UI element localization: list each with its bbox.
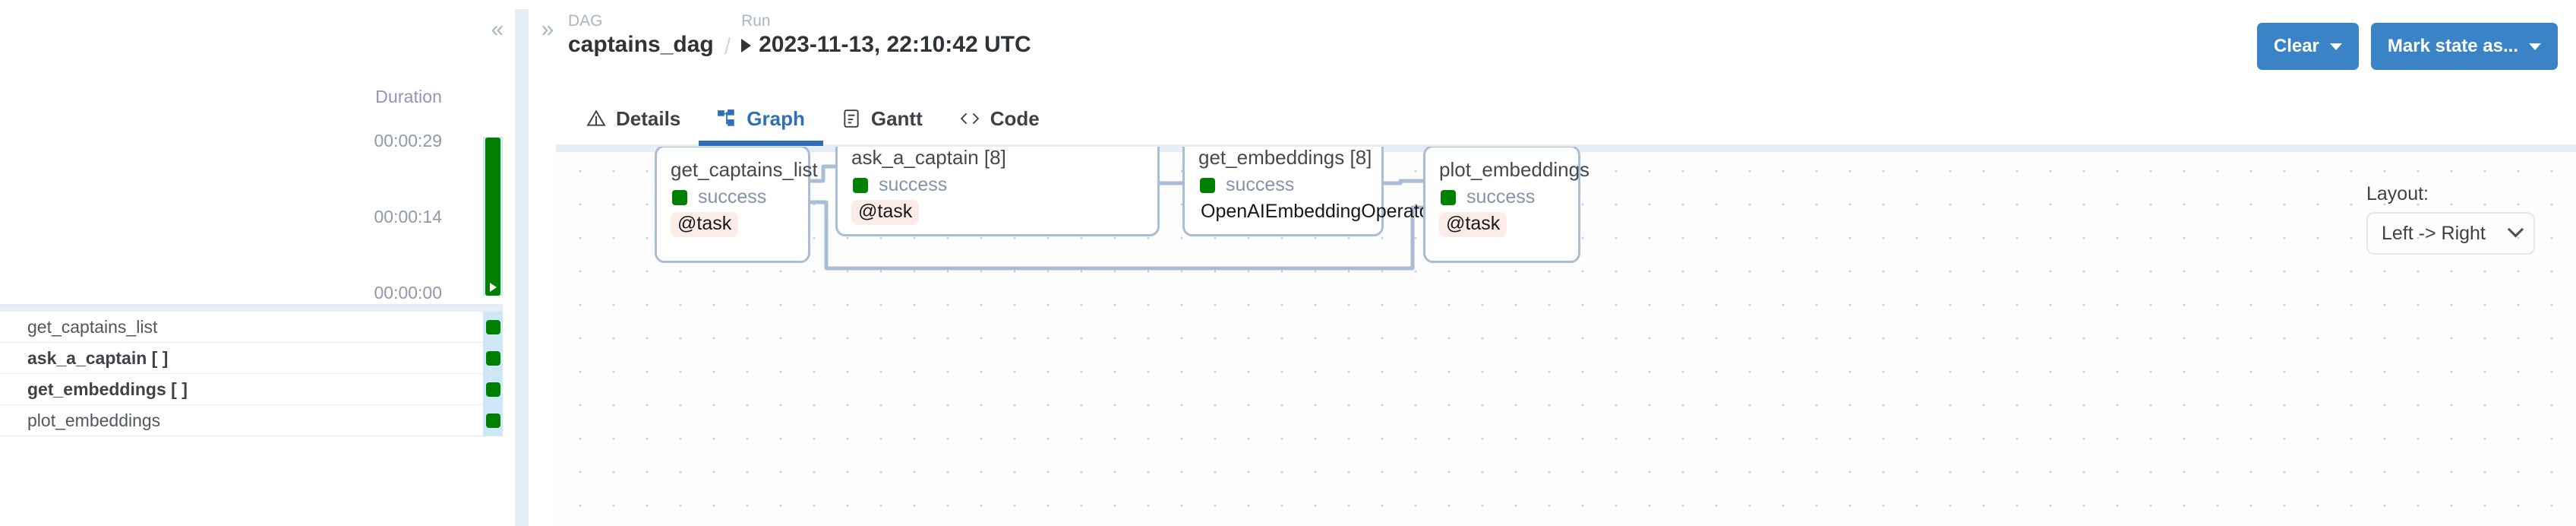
breadcrumb: DAG captains_dag / Run 2023-11-13, 22:10… bbox=[568, 12, 1031, 61]
document-lines-icon bbox=[841, 109, 861, 128]
breadcrumb-run-value: 2023-11-13, 22:10:42 UTC bbox=[759, 32, 1031, 57]
task-row-state[interactable] bbox=[483, 312, 503, 343]
duration-chart: Duration 00:00:29 00:00:14 00:00:00 bbox=[0, 73, 503, 305]
hierarchy-icon bbox=[717, 109, 737, 128]
dag-run-column[interactable] bbox=[483, 137, 503, 296]
header-actions: Clear Mark state as... bbox=[2256, 23, 2558, 70]
breadcrumb-dag: DAG captains_dag bbox=[568, 12, 714, 59]
layout-select-value: Left -> Right bbox=[2382, 222, 2486, 244]
duration-axis-tick-high: 00:00:29 bbox=[374, 131, 442, 151]
play-triangle-icon bbox=[490, 283, 497, 292]
duration-axis-tick-mid: 00:00:14 bbox=[374, 207, 442, 227]
graph-node-badge: @task bbox=[671, 212, 739, 237]
tab-code[interactable]: Code bbox=[941, 91, 1058, 146]
status-square-success bbox=[485, 414, 500, 428]
graph-node-title: ask_a_captain [8] bbox=[851, 147, 1006, 169]
detail-tabs: Details Graph bbox=[568, 91, 2576, 146]
clear-button[interactable]: Clear bbox=[2256, 23, 2359, 70]
mark-state-button-label: Mark state as... bbox=[2387, 36, 2518, 56]
task-row-state[interactable] bbox=[483, 374, 503, 405]
task-row[interactable]: get_embeddings [ ] bbox=[0, 374, 503, 405]
grid-panel: « Duration 00:00:29 00:00:14 00:00:00 ge… bbox=[0, 0, 515, 526]
task-row[interactable]: ask_a_captain [ ] bbox=[0, 343, 503, 374]
graph-node-title: plot_embeddings bbox=[1439, 158, 1590, 181]
task-row-state[interactable] bbox=[483, 405, 503, 436]
graph-canvas[interactable]: get_captains_list success @task ask_a_ca… bbox=[556, 147, 2576, 526]
detail-header: DAG captains_dag / Run 2023-11-13, 22:10… bbox=[529, 0, 2576, 93]
task-row-label: get_captains_list bbox=[27, 316, 158, 337]
graph-node-title: get_captains_list bbox=[671, 158, 818, 181]
task-row[interactable]: get_captains_list bbox=[0, 312, 503, 343]
graph-node-state: success bbox=[1200, 174, 1368, 196]
graph-node-state: success bbox=[672, 186, 794, 208]
tab-details-label: Details bbox=[616, 106, 681, 130]
tab-details[interactable]: Details bbox=[568, 91, 699, 146]
chevron-double-right-icon[interactable]: » bbox=[541, 17, 554, 42]
graph-node-state: success bbox=[853, 174, 1144, 196]
tab-graph-label: Graph bbox=[747, 106, 805, 130]
status-square-success bbox=[853, 177, 868, 193]
code-brackets-icon bbox=[959, 109, 980, 128]
graph-node-operator: OpenAIEmbeddingOperator bbox=[1201, 201, 1436, 222]
caret-down-icon bbox=[2529, 43, 2541, 50]
task-list-separator bbox=[0, 304, 503, 312]
graph-node-state-label: success bbox=[879, 174, 948, 195]
tab-gantt-label: Gantt bbox=[870, 106, 923, 130]
graph-node-get-captains-list[interactable]: get_captains_list success @task bbox=[655, 147, 818, 263]
duration-axis-tick-low: 00:00:00 bbox=[374, 283, 442, 303]
graph-node-get-embeddings[interactable]: get_embeddings [8] success OpenAIEmbeddi… bbox=[1182, 147, 1436, 236]
duration-bar[interactable] bbox=[485, 138, 500, 296]
graph-node-title: get_embeddings [8] bbox=[1198, 147, 1372, 169]
breadcrumb-run: Run 2023-11-13, 22:10:42 UTC bbox=[741, 12, 1031, 59]
status-square-success bbox=[1200, 177, 1215, 193]
breadcrumb-run-kicker: Run bbox=[741, 12, 771, 30]
task-row-label: get_embeddings [ ] bbox=[27, 379, 188, 399]
breadcrumb-dag-link[interactable]: captains_dag bbox=[568, 32, 714, 57]
status-square-success bbox=[672, 189, 687, 205]
graph-node-state: success bbox=[1441, 186, 1564, 208]
status-square-success bbox=[485, 351, 500, 366]
triangle-alert-icon bbox=[586, 109, 606, 128]
breadcrumb-separator: / bbox=[724, 34, 731, 59]
play-triangle-icon bbox=[741, 39, 752, 52]
breadcrumb-run-link[interactable]: 2023-11-13, 22:10:42 UTC bbox=[741, 31, 1031, 59]
layout-control: Layout: Left -> Right bbox=[2366, 183, 2535, 255]
duration-chart-title: Duration bbox=[375, 87, 442, 106]
chevron-double-left-icon[interactable]: « bbox=[491, 17, 504, 42]
layout-select[interactable]: Left -> Right bbox=[2366, 212, 2535, 255]
tab-graph[interactable]: Graph bbox=[699, 91, 823, 146]
graph-node-state-label: success bbox=[1226, 174, 1295, 195]
dag-run-detail-panel: » DAG captains_dag / Run 2023-11-13, 22:… bbox=[529, 0, 2576, 526]
chevron-down-icon bbox=[2507, 220, 2524, 237]
graph-node-badge: @task bbox=[1439, 212, 1507, 237]
graph-node-badge: @task bbox=[851, 200, 920, 225]
status-square-success bbox=[1441, 189, 1456, 205]
panel-resize-handle[interactable] bbox=[515, 9, 529, 526]
caret-down-icon bbox=[2329, 43, 2342, 50]
status-square-success bbox=[485, 320, 500, 334]
layout-label: Layout: bbox=[2366, 183, 2429, 204]
task-row[interactable]: plot_embeddings bbox=[0, 405, 503, 436]
task-instance-list: get_captains_list ask_a_captain [ ] get_… bbox=[0, 304, 503, 436]
task-row-state[interactable] bbox=[483, 343, 503, 374]
graph-node-plot-embeddings[interactable]: plot_embeddings success @task bbox=[1423, 147, 1590, 263]
clear-button-label: Clear bbox=[2273, 36, 2319, 56]
task-row-label: plot_embeddings bbox=[27, 410, 161, 430]
tabs-underline bbox=[556, 144, 2576, 147]
status-square-success bbox=[485, 382, 500, 397]
mark-state-button[interactable]: Mark state as... bbox=[2370, 23, 2558, 70]
graph-node-state-label: success bbox=[698, 186, 767, 208]
task-row-label: ask_a_captain [ ] bbox=[27, 347, 169, 368]
graph-node-ask-a-captain[interactable]: ask_a_captain [8] success @task bbox=[835, 147, 1160, 236]
graph-node-state-label: success bbox=[1466, 186, 1536, 208]
breadcrumb-dag-kicker: DAG bbox=[568, 12, 603, 30]
tab-gantt[interactable]: Gantt bbox=[823, 91, 941, 146]
tab-code-label: Code bbox=[990, 106, 1040, 130]
